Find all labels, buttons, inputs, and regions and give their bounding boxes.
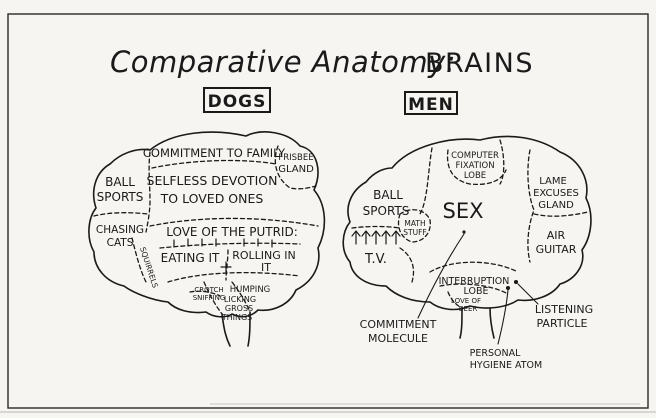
dog-divider (231, 281, 251, 313)
dog-frisbee-label-2: GLAND (278, 164, 314, 175)
man-divider (447, 291, 463, 309)
dog-putrid-label: LOVE OF THE PUTRID: (166, 225, 298, 239)
man-divider (419, 147, 433, 215)
dog-divider (145, 151, 151, 233)
dog-brain-stem (221, 313, 231, 347)
commitment-molecule-dot (462, 230, 466, 234)
man-divider (429, 261, 519, 273)
dog-divider (93, 212, 149, 217)
dog-divider (274, 145, 317, 190)
listening-particle-dot (513, 279, 519, 285)
dog-selfless-label-1: SELFLESS DEVOTION (147, 173, 278, 188)
dog-rolling-label-1: ROLLING IN (232, 249, 296, 262)
title-script: Comparative Anatomy: (110, 45, 456, 79)
listening-callout-line (517, 283, 539, 305)
man-lame-label-3: GLAND (538, 200, 574, 211)
men-label: MEN (408, 95, 454, 115)
men-label-box (404, 91, 458, 115)
dog-brain: COMMITMENT TO FAMILY FRISBEE GLAND BALL … (88, 131, 326, 347)
dog-licking-label-3: THINGS (221, 313, 253, 322)
dog-divider (159, 242, 301, 249)
commitment-molecule-label-1: COMMITMENT (360, 318, 437, 331)
man-divider (533, 211, 589, 217)
man-divider (351, 225, 401, 229)
hygiene-atom-label-2: HYGIENE ATOM (470, 360, 542, 371)
man-brain-stem-right (489, 307, 495, 339)
dog-frisbee-label-1: FRISBEE (278, 153, 313, 163)
dog-divider (225, 249, 229, 281)
dog-licking-label-1: LICKING (224, 295, 256, 304)
dog-brain-outline (88, 131, 326, 318)
dogs-label-box (203, 87, 271, 113)
dog-brain-stem-right (247, 311, 251, 347)
man-ball-label-2: SPORTS (363, 204, 410, 218)
man-brain-stem (459, 307, 463, 339)
dog-divider (203, 281, 223, 315)
man-computer-label-1: COMPUTER (451, 151, 499, 161)
man-computer-label-3: LOBE (464, 171, 486, 181)
man-computer-label-2: FIXATION (455, 161, 494, 171)
commitment-molecule-label-2: MOLECULE (368, 332, 428, 345)
tv-arrows (351, 230, 401, 245)
man-divider (499, 139, 505, 185)
man-divider (439, 283, 509, 295)
dog-rolling-label-2: IT (261, 261, 271, 274)
dog-divider (131, 237, 147, 283)
hygiene-callout-line (497, 289, 509, 345)
dog-divider (189, 290, 221, 297)
dog-licking-label-2: GROSS (225, 304, 253, 313)
man-air-label-2: GUITAR (536, 243, 577, 256)
hygiene-atom-label-1: PERSONAL (470, 348, 521, 359)
dog-divider (151, 159, 277, 169)
title-caps: BRAINS (425, 48, 534, 79)
dog-ball-label-2: SPORTS (97, 190, 144, 204)
dog-humping-label: HUMPING (230, 285, 271, 295)
man-lame-label-2: EXCUSES (533, 188, 579, 199)
man-air-label-1: AIR (547, 229, 566, 242)
man-divider (397, 209, 431, 243)
dog-divider (149, 217, 319, 227)
dog-crotch-label-2: SNIFFING (193, 294, 226, 302)
man-divider (527, 149, 535, 263)
dog-commitment-label: COMMITMENT TO FAMILY (143, 146, 286, 160)
man-beer-label-1: LOVE OF (451, 297, 481, 305)
man-tv-label: T.V. (364, 252, 387, 267)
dog-chasing-label-2: CATS (107, 237, 134, 249)
dog-eating-label: EATING IT (161, 251, 220, 265)
dog-tick-marks (173, 238, 273, 273)
hygiene-atom-dot (505, 285, 511, 291)
man-brain-outline (342, 135, 592, 311)
commitment-callout-line (417, 233, 465, 319)
man-math-label-1: MATH (404, 219, 425, 228)
dog-squirrels-label: SQUIRRELS (138, 246, 160, 289)
man-lame-label-1: LAME (539, 176, 567, 187)
listening-particle-label-1: LISTENING (535, 303, 593, 316)
man-beer-label-2: BEER (459, 305, 478, 313)
man-interruption-label-1: INTERRUPTION (439, 276, 510, 287)
dog-ball-label-1: BALL (105, 175, 135, 189)
panel-border (7, 13, 649, 409)
dogs-label: DOGS (208, 92, 267, 112)
man-interruption-label-2: LOBE (464, 286, 489, 297)
man-sex-label: SEX (443, 199, 484, 223)
man-divider (399, 247, 415, 283)
man-brain: COMPUTER FIXATION LOBE LAME EXCUSES GLAN… (342, 135, 593, 371)
dog-chasing-label-1: CHASING (96, 224, 144, 236)
man-ball-label-1: BALL (373, 188, 403, 202)
man-divider (446, 149, 507, 186)
dog-crotch-label-1: CROTCH (194, 286, 223, 294)
dog-selfless-label-2: TO LOVED ONES (160, 191, 264, 206)
man-math-label-2: STUFF (403, 228, 426, 237)
listening-particle-label-2: PARTICLE (536, 317, 587, 330)
dog-divider (167, 272, 301, 283)
